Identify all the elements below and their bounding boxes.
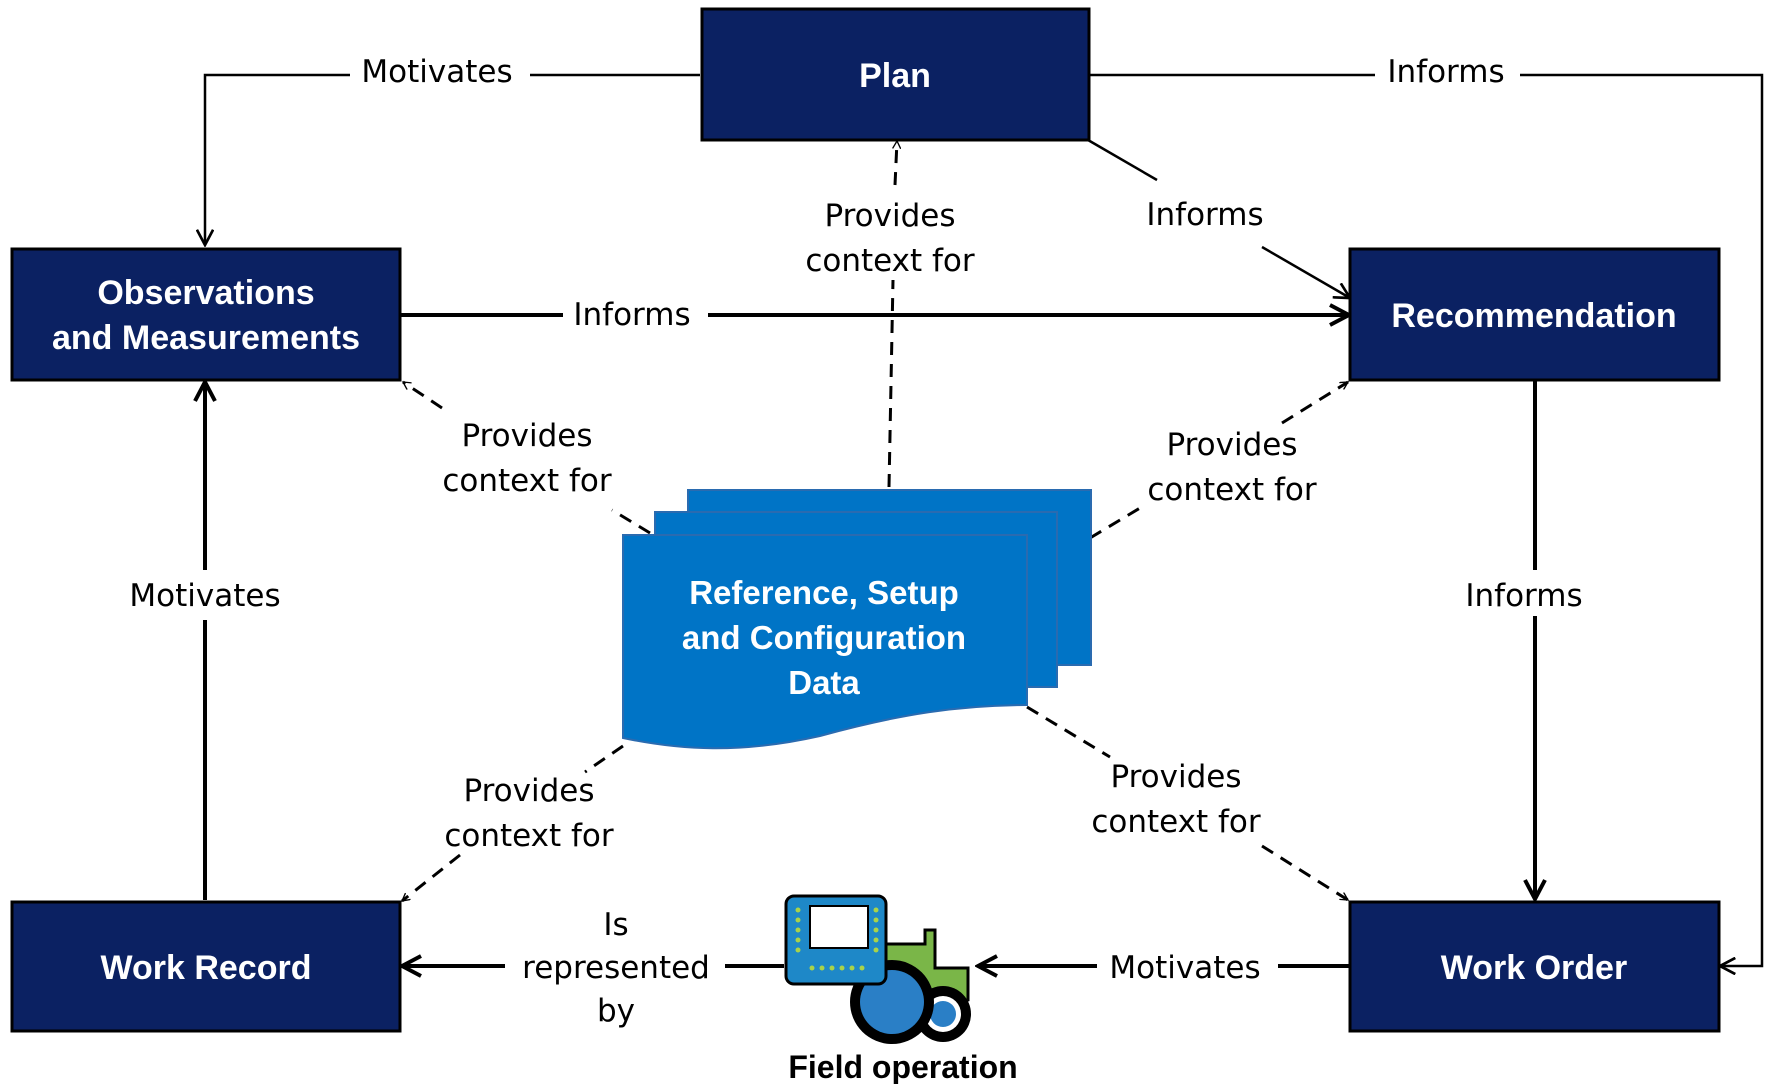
edge-work-order-to-field-operation: Motivates (978, 950, 1349, 986)
edge-label-provides-work-record: Provides (463, 773, 594, 809)
edge-label-context-plan: context for (805, 243, 975, 279)
node-work-record-label: Work Record (101, 949, 312, 987)
edge-label-motivates-plan: Motivates (361, 54, 512, 90)
node-recommendation-label: Recommendation (1391, 297, 1676, 335)
edge-work-record-to-observations: Motivates (129, 382, 281, 900)
edge-label-is: Is (603, 907, 628, 943)
edge-label-context-observations: context for (442, 463, 612, 499)
node-observations: Observations and Measurements (10, 247, 402, 382)
reference-label-2: and Configuration (682, 619, 966, 656)
field-operation-label: Field operation (788, 1049, 1017, 1084)
edge-plan-to-work-order: Informs (1090, 54, 1764, 966)
node-work-order: Work Order (1348, 900, 1721, 1033)
edge-observations-to-recommendation: Informs (401, 297, 1349, 333)
edge-label-informs-plan-diagonal: Informs (1146, 197, 1263, 233)
edge-label-context-work-order: context for (1091, 804, 1261, 840)
node-work-record: Work Record (10, 900, 402, 1033)
edge-label-informs-plan-right: Informs (1387, 54, 1504, 90)
node-field-operation: Field operation (784, 894, 1018, 1084)
reference-label-3: Data (788, 664, 860, 701)
edge-context-to-work-record: Provides context for (402, 744, 624, 903)
edge-plan-to-recommendation: Informs (1087, 138, 1350, 298)
edge-context-to-recommendation: Provides context for (1089, 380, 1348, 540)
edge-context-to-plan: Provides context for (805, 141, 975, 488)
edge-label-represented: represented (522, 950, 710, 986)
edge-label-informs-observations: Informs (573, 297, 690, 333)
edge-label-motivates-work-order: Motivates (1109, 950, 1260, 986)
node-work-order-label: Work Order (1441, 949, 1627, 987)
edge-label-provides-work-order: Provides (1110, 759, 1241, 795)
node-observations-label-1: Observations (97, 274, 314, 312)
edge-label-by: by (597, 993, 635, 1029)
tractor-icon (784, 894, 971, 1044)
edge-field-operation-to-work-record: Is represented by (402, 907, 784, 1029)
node-reference-data: Reference, Setup and Configuration Data (622, 489, 1092, 750)
edge-label-provides-observations: Provides (461, 418, 592, 454)
edge-context-to-observations: Provides context for (403, 380, 651, 535)
edge-label-motivates-work-record: Motivates (129, 578, 280, 614)
edge-plan-to-observations: Motivates (205, 54, 700, 245)
edge-label-provides-recommendation: Provides (1166, 427, 1297, 463)
node-recommendation: Recommendation (1348, 247, 1721, 382)
edge-label-context-recommendation: context for (1147, 472, 1317, 508)
edge-label-informs-recommendation: Informs (1465, 578, 1582, 614)
node-observations-label-2: and Measurements (52, 319, 360, 357)
reference-label-1: Reference, Setup (689, 574, 959, 611)
node-plan: Plan (700, 7, 1091, 142)
node-plan-label: Plan (859, 57, 931, 95)
reference-sheet-front (622, 534, 1028, 750)
edge-recommendation-to-work-order: Informs (1465, 381, 1583, 899)
edge-label-provides-plan: Provides (824, 198, 955, 234)
edge-label-context-work-record: context for (444, 818, 614, 854)
edge-context-to-work-order: Provides context for (1026, 705, 1348, 902)
